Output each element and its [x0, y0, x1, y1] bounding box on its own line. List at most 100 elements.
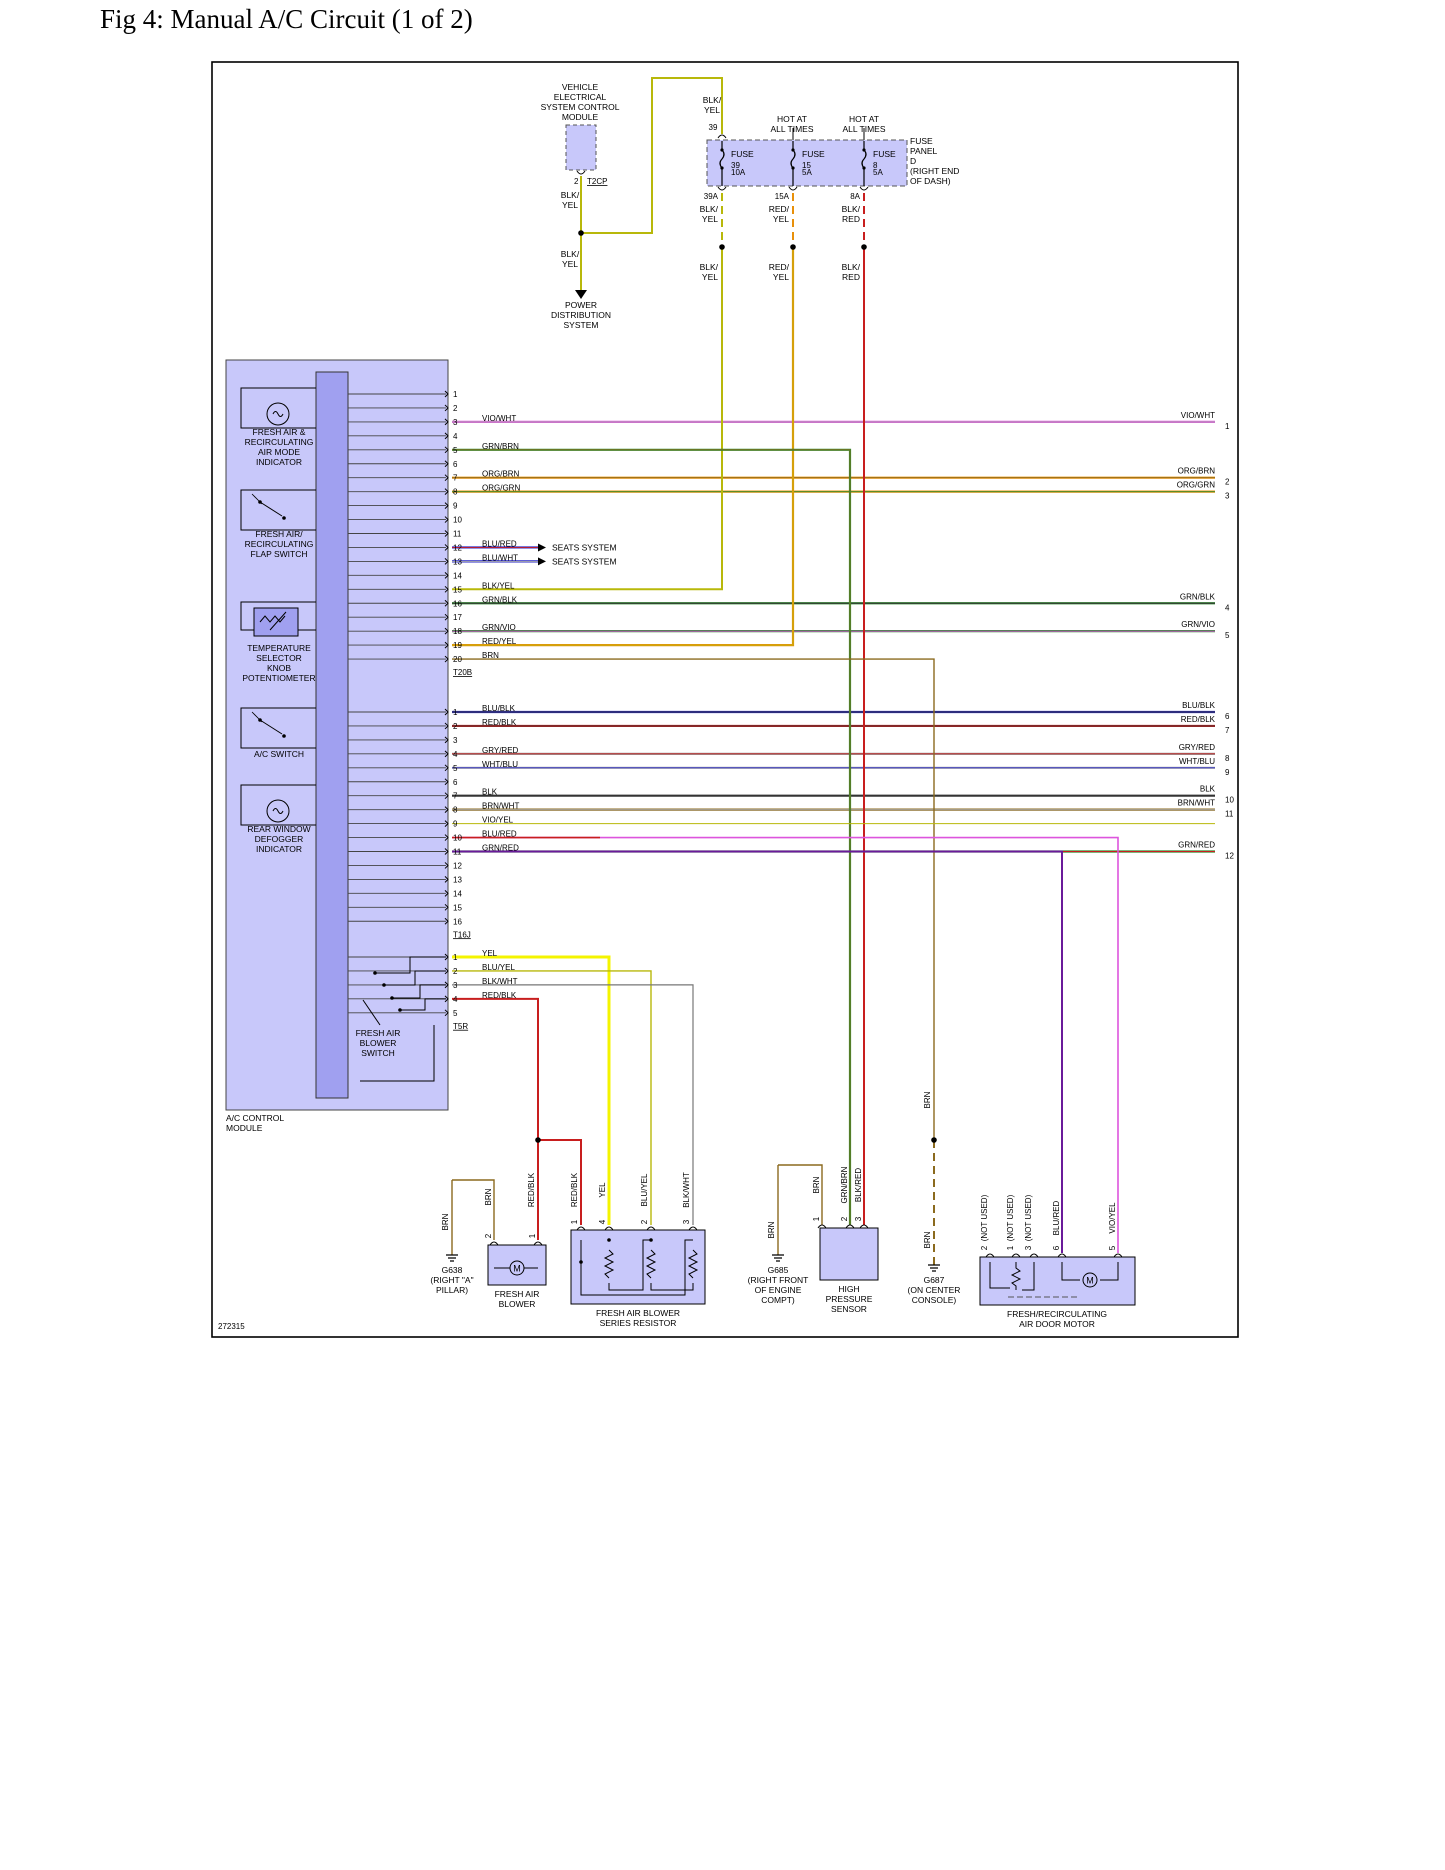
pin-terminal-T20B-15: [444, 585, 449, 593]
pin-number: 9: [453, 820, 458, 829]
page-ref-number: 3: [1225, 492, 1230, 501]
pin-wire-color: BLU/RED: [482, 830, 517, 839]
g687-splice: [931, 1137, 937, 1143]
component-outline: [240, 387, 316, 429]
wire-label-vertical: BLU/YEL: [640, 1173, 649, 1206]
component-outline: [240, 489, 316, 531]
pin-number: 11: [453, 848, 462, 857]
series-resistor-box: [570, 1229, 706, 1305]
motor-internal-link: [1061, 1262, 1080, 1281]
right-wire-label: GRN/RED: [1178, 841, 1215, 850]
fuse-panel-label: (RIGHT END: [910, 166, 959, 176]
wire-label-vertical: BRN: [923, 1231, 932, 1248]
wire-blk-yel-pin15: [452, 247, 723, 591]
pin-number: 17: [453, 613, 462, 622]
pds-label: SYSTEM: [564, 320, 599, 330]
pin-number: 1: [453, 708, 458, 717]
pin-number: 19: [453, 641, 462, 650]
blower-switch-lead: [384, 970, 446, 986]
pin-number: 7: [453, 792, 458, 801]
resistor-junction: [579, 1260, 583, 1264]
fuse-out-pin: 39A: [704, 192, 719, 201]
pin-number: 5: [453, 1009, 458, 1018]
switch-arrow: [251, 493, 263, 505]
fuse-wire-label: BLK/: [842, 262, 861, 272]
pin-terminal-T20B-8: [444, 488, 449, 496]
right-wire-label: BLK: [1200, 785, 1216, 794]
connector-id: T5R: [453, 1022, 468, 1031]
fuse-panel-box: [706, 139, 908, 187]
pin-wire-color: ORG/BRN: [482, 470, 520, 479]
fuse-splice: [861, 244, 867, 250]
potentiometer-icon: [253, 607, 299, 637]
pin-terminal-T20B-6: [444, 460, 449, 468]
hot-at-all-times: HOT AT: [777, 114, 807, 124]
pin-wire-color: WHT/BLU: [482, 760, 518, 769]
fuse-number: 8: [873, 161, 878, 170]
wire-red-blk: [452, 997, 539, 1140]
page-ref-number: 10: [1225, 796, 1234, 805]
g687-label: CONSOLE): [912, 1295, 957, 1305]
pin-number: 8: [453, 806, 458, 815]
right-wire-label: GRN/BLK: [1180, 592, 1216, 601]
pin-number: 13: [453, 875, 462, 884]
pin-number: 6: [453, 778, 458, 787]
g685-label: G685: [768, 1265, 789, 1275]
fuse-amperage: 5A: [873, 168, 883, 177]
pin-wire-color: RED/BLK: [482, 991, 517, 1000]
pin-terminal-T16J-3: [444, 736, 449, 744]
blower-pin-terminal: [489, 1241, 499, 1246]
pin-number: 10: [453, 516, 462, 525]
filament-icon: [272, 411, 284, 417]
fuse-out-pin: 15A: [775, 192, 790, 201]
wire-label-vertical: (NOT USED): [1006, 1194, 1015, 1241]
wire-label-vertical: BRN: [812, 1176, 821, 1193]
fuse-number: 39: [731, 161, 740, 170]
motor-icon: [1082, 1272, 1098, 1288]
pin-wire-color: BLU/BLK: [482, 704, 516, 713]
pin-number: 4: [453, 432, 458, 441]
pin-terminal-T5R-5: [444, 1009, 449, 1017]
wire-label-vertical: BRN: [441, 1213, 450, 1230]
fuse-name: FUSE: [873, 149, 896, 159]
g687-label: (ON CENTER: [908, 1285, 961, 1295]
pin-number: 9: [453, 502, 458, 511]
pin-terminal-T20B-1: [444, 390, 449, 398]
fuse-number: 15: [802, 161, 811, 170]
pin-terminal-T20B-12: [444, 544, 449, 551]
pin-terminal-T20B-14: [444, 571, 449, 579]
pin-number: 4: [453, 750, 458, 759]
sensor-pin-terminal: [859, 1224, 869, 1229]
pin-terminal-T5R-4: [444, 995, 449, 1003]
pin-wire-color: BRN: [482, 651, 499, 660]
fuse-out-terminal: [859, 186, 869, 191]
blower-switch-lead: [392, 984, 446, 999]
pin-terminal-T16J-14: [444, 889, 449, 897]
high-pressure-sensor-box: [819, 1227, 879, 1281]
motor-symbol: M: [1086, 1276, 1094, 1286]
motor-pin: 1: [1006, 1245, 1015, 1250]
g638-label: PILLAR): [436, 1285, 468, 1295]
pin-terminal-T16J-12: [444, 862, 449, 869]
motor-pin: 6: [1052, 1245, 1061, 1250]
pin-wire-color: VIO/WHT: [482, 414, 516, 423]
hot-at-all-times: ALL TIMES: [843, 124, 886, 134]
pin-terminal-T20B-18: [444, 627, 449, 635]
g638-label: G638: [442, 1265, 463, 1275]
pin-wire-color: RED/YEL: [482, 637, 517, 646]
wire-label-vertical: VIO/YEL: [1108, 1202, 1117, 1234]
wiper-arrow-icon: [269, 611, 287, 631]
vescm-label: MODULE: [562, 112, 599, 122]
pin-wire-color: BLU/RED: [482, 539, 517, 548]
pin-number: 14: [453, 571, 462, 580]
pin-wire-color: GRN/RED: [482, 844, 519, 853]
resistor-pin: 4: [598, 1219, 607, 1224]
pin-terminal-T20B-20: [444, 655, 449, 663]
resistor-pin-terminal: [688, 1226, 698, 1231]
wire-blu-yel: [452, 970, 652, 1225]
resistor-pin-terminal: [646, 1226, 656, 1231]
seats-system-label: SEATS SYSTEM: [552, 556, 617, 566]
wire-label-vertical: YEL: [598, 1182, 607, 1198]
g638-label: (RIGHT "A": [430, 1275, 473, 1285]
module-component-label: FRESH AIR &: [253, 427, 306, 437]
